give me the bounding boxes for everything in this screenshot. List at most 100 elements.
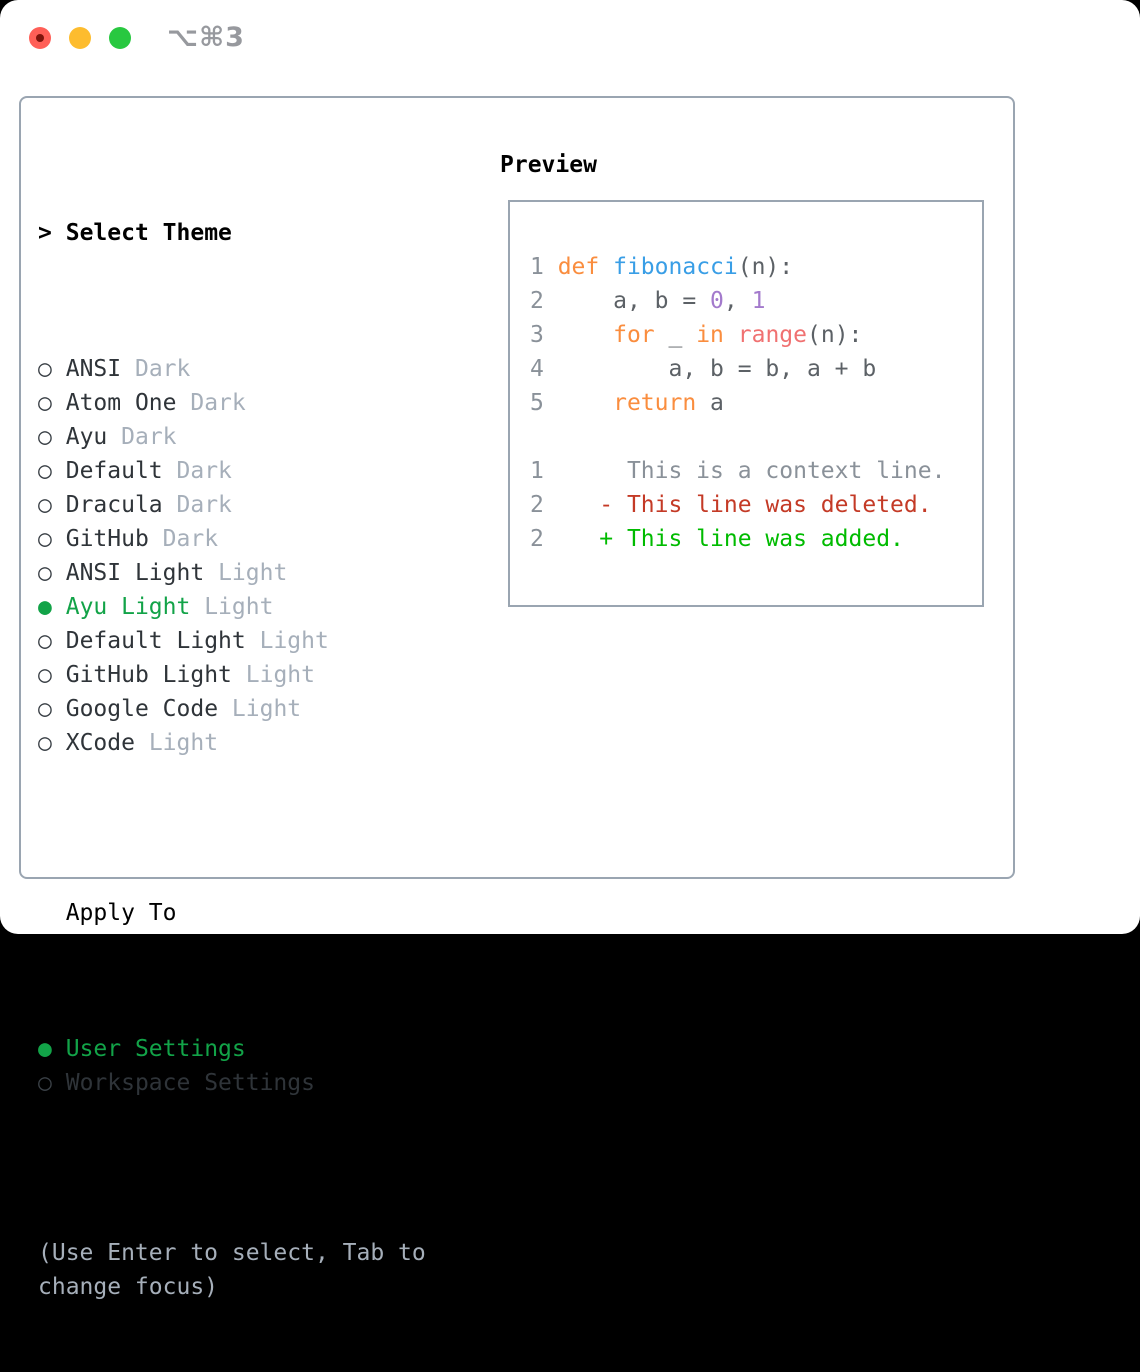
code-token: 1 [530,458,544,484]
code-token [544,492,599,518]
apply-to-list: ● User Settings○ Workspace Settings [38,1032,483,1100]
theme-name: XCode [66,730,135,756]
theme-variant: Light [232,696,301,722]
code-token: 3 [530,322,558,348]
apply-option-user-settings[interactable]: ● User Settings [38,1032,483,1066]
code-line: 2 - This line was deleted. [530,488,982,522]
prompt-icon: > [38,220,52,246]
code-token: a [696,390,724,416]
theme-name: Ayu Light [66,594,191,620]
theme-name: ANSI [66,356,121,382]
theme-variant: Dark [121,424,176,450]
theme-item-ansi[interactable]: ○ ANSI Dark [38,352,483,386]
theme-name: GitHub Light [66,662,232,688]
theme-name: Default Light [66,628,246,654]
theme-variant: Light [149,730,218,756]
minimize-button-icon[interactable] [69,27,91,49]
radio-icon: ○ [38,628,52,654]
theme-variant: Light [246,662,315,688]
theme-name: Google Code [66,696,218,722]
theme-name: Atom One [66,390,177,416]
code-token: 5 [530,390,558,416]
code-line: 2 a, b = 0, 1 [530,284,982,318]
radio-icon: ○ [38,1070,52,1096]
theme-variant: Dark [177,458,232,484]
theme-list: ○ ANSI Dark○ Atom One Dark○ Ayu Dark○ De… [38,352,483,760]
code-token: 1 [752,288,766,314]
code-line: 5 return a [530,386,982,420]
titlebar: ⌥⌘3 [0,0,1140,96]
theme-variant: Dark [163,526,218,552]
code-token: return [613,390,696,416]
theme-variant: Dark [190,390,245,416]
code-line: 1 def fibonacci(n): [530,250,982,284]
preview-title: Preview [500,148,1000,182]
code-token: 1 [530,254,558,280]
code-line: 1 This is a context line. [530,454,982,488]
zoom-button-icon[interactable] [109,27,131,49]
code-token [724,322,738,348]
radio-icon: ○ [38,390,52,416]
code-token: 2 [530,288,558,314]
hint-text: (Use Enter to select, Tab to change focu… [38,1236,478,1304]
code-line [530,420,982,454]
theme-item-github[interactable]: ○ GitHub Dark [38,522,483,556]
code-token [558,322,613,348]
code-token: _ [655,322,697,348]
theme-item-github-light[interactable]: ○ GitHub Light Light [38,658,483,692]
theme-item-atom-one[interactable]: ○ Atom One Dark [38,386,483,420]
radio-icon: ○ [38,458,52,484]
theme-list-header: > Select Theme [38,216,483,250]
theme-item-ayu[interactable]: ○ Ayu Dark [38,420,483,454]
theme-variant: Dark [177,492,232,518]
code-token: 4 [530,356,558,382]
theme-selector-column: > Select Theme ○ ANSI Dark○ Atom One Dar… [38,148,483,1372]
theme-name: Ayu [66,424,108,450]
code-token: - This line was deleted. [599,492,931,518]
theme-name: Dracula [66,492,163,518]
theme-variant: Dark [135,356,190,382]
apply-option-label: User Settings [66,1036,246,1062]
selected-radio-icon: ● [38,1036,52,1062]
code-line: 3 for _ in range(n): [530,318,982,352]
code-line: 2 + This line was added. [530,522,982,556]
code-token: + This line was added. [599,526,904,552]
theme-name: GitHub [66,526,149,552]
radio-icon: ○ [38,424,52,450]
close-button-icon[interactable] [29,27,51,49]
code-token: def [558,254,600,280]
window-shortcut-title: ⌥⌘3 [167,22,245,53]
radio-icon: ○ [38,560,52,586]
code-token: (n): [807,322,862,348]
apply-to-title-text: Apply To [66,900,177,926]
code-token: in [696,322,724,348]
code-token [558,390,613,416]
apply-option-workspace-settings[interactable]: ○ Workspace Settings [38,1066,483,1100]
theme-item-default[interactable]: ○ Default Dark [38,454,483,488]
radio-icon: ○ [38,662,52,688]
theme-item-xcode[interactable]: ○ XCode Light [38,726,483,760]
theme-name: Default [66,458,163,484]
apply-to-title: Apply To [38,896,483,930]
radio-icon: ○ [38,356,52,382]
code-token: a, b = [558,288,710,314]
theme-list-title: Select Theme [66,220,232,246]
theme-item-google-code[interactable]: ○ Google Code Light [38,692,483,726]
radio-icon: ○ [38,730,52,756]
radio-icon: ○ [38,526,52,552]
code-token [599,254,613,280]
code-token: fibonacci [613,254,738,280]
theme-variant: Light [218,560,287,586]
code-token: 0 [710,288,724,314]
theme-name: ANSI Light [66,560,204,586]
code-token: 2 [530,526,544,552]
theme-item-ansi-light[interactable]: ○ ANSI Light Light [38,556,483,590]
code-token: for [613,322,655,348]
theme-variant: Light [260,628,329,654]
theme-item-dracula[interactable]: ○ Dracula Dark [38,488,483,522]
theme-item-default-light[interactable]: ○ Default Light Light [38,624,483,658]
theme-variant: Light [204,594,273,620]
theme-item-ayu-light[interactable]: ● Ayu Light Light [38,590,483,624]
radio-icon: ○ [38,492,52,518]
